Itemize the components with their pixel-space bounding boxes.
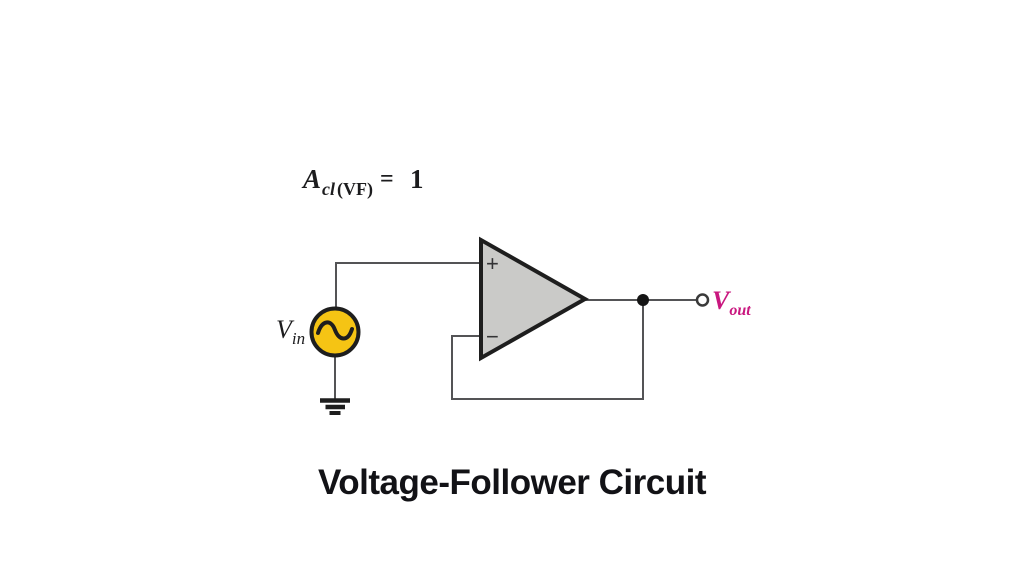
inverting-input-sign: − [486,324,499,349]
ground-symbol [320,398,350,415]
output-voltage-subscript: out [729,302,751,319]
input-wire [335,262,480,308]
output-voltage-base: V [712,286,732,315]
voltage-source: Vin [276,306,361,358]
feedback-wire [451,300,644,400]
formula-equals-sign: = [380,166,394,192]
output-voltage-label: Vout [712,286,751,319]
output-terminal-circle [695,293,710,307]
formula-gain-symbol: A [301,164,321,194]
formula-subscript-cl: cl [322,179,335,199]
input-voltage-label: Vin [276,315,305,348]
diagram-caption: Voltage-Follower Circuit [318,463,706,502]
opamp: + − [479,236,590,362]
junction-dot [637,294,649,306]
noninverting-input-sign: + [486,251,499,276]
input-voltage-subscript: in [292,329,305,348]
input-voltage-base: V [276,315,295,344]
output-node: Vout [637,286,751,319]
sine-wave-icon [316,320,354,341]
opamp-triangle [479,236,590,362]
gain-formula: A cl (VF) = 1 [301,164,424,200]
formula-value: 1 [410,164,424,194]
formula-subscript-vf: (VF) [337,179,373,200]
